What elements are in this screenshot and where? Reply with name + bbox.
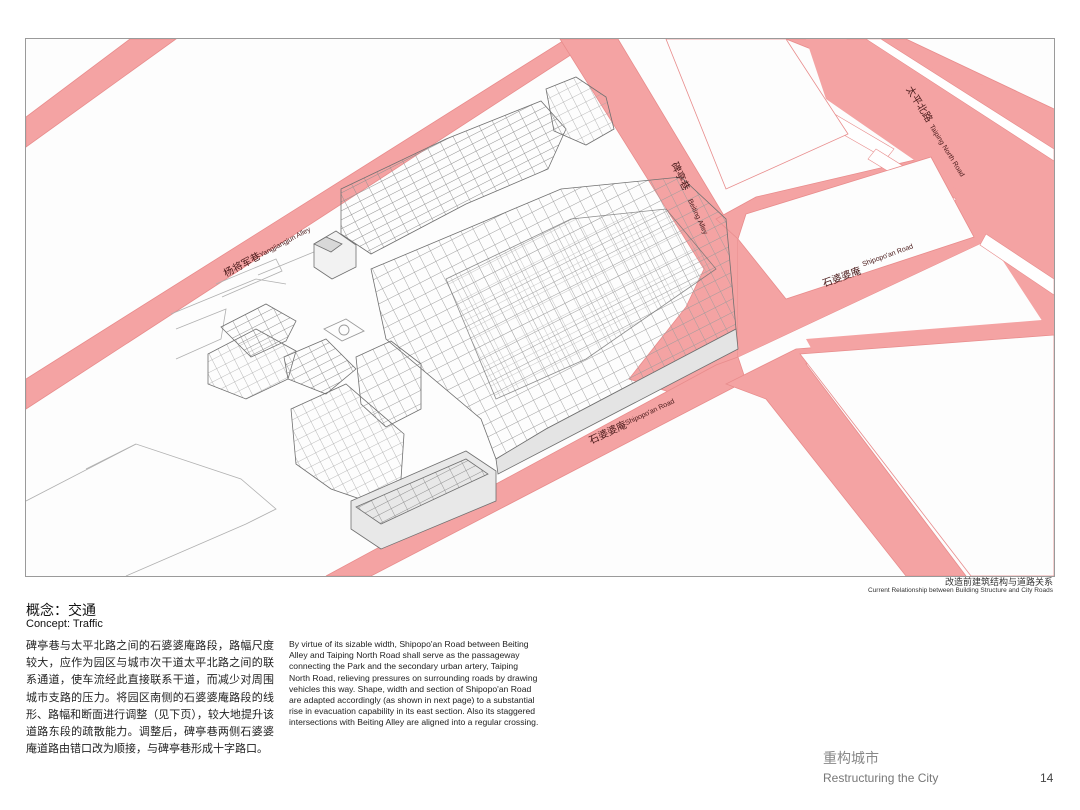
structure-west-2 bbox=[220, 303, 297, 358]
body-text-en: By virtue of its sizable width, Shipopo'… bbox=[289, 639, 539, 728]
site-outlines bbox=[26, 246, 327, 576]
concept-title-cn: 概念：交通 bbox=[26, 602, 96, 618]
figure-caption-en: Current Relationship between Building St… bbox=[868, 587, 1053, 594]
structure-small-top bbox=[545, 76, 615, 146]
road-top-left bbox=[26, 39, 177, 148]
concept-title-en: Concept: Traffic bbox=[26, 618, 103, 630]
section-title-cn: 重构城市 bbox=[823, 750, 879, 766]
site-plan-svg: 杨将军巷 Yangjiangjun Alley 碑亭巷 Beiting Alle… bbox=[26, 39, 1054, 576]
structure-north-block bbox=[340, 100, 567, 255]
plaza-roundel bbox=[323, 318, 365, 342]
body-text-cn: 碑亭巷与太平北路之间的石婆婆庵路段，路幅尺度较大，应作为园区与城市次干道太平北路… bbox=[26, 640, 274, 756]
site-plan-axonometric: 杨将军巷 Yangjiangjun Alley 碑亭巷 Beiting Alle… bbox=[25, 38, 1055, 577]
building-structures bbox=[207, 76, 739, 550]
figure-caption-cn: 改造前建筑结构与道路关系 bbox=[944, 577, 1053, 587]
section-title-en: Restructuring the City bbox=[823, 771, 939, 785]
page-number: 14 bbox=[1040, 771, 1054, 785]
